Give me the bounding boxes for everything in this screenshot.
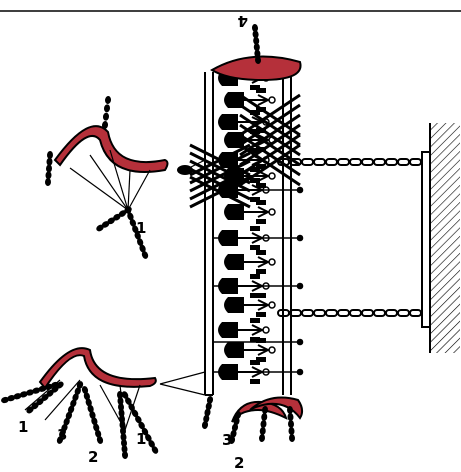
label-top: 4	[238, 12, 248, 30]
dangling-chain	[26, 381, 64, 414]
anchor-stack	[177, 66, 301, 384]
anchor-icon	[224, 338, 276, 362]
dangling-chain	[251, 24, 262, 64]
dangling-chain	[286, 406, 296, 442]
link-lines	[213, 186, 304, 376]
shackle-ring-icon	[38, 55, 304, 423]
dangling-chains	[1, 24, 296, 459]
dangling-chain	[124, 206, 149, 259]
label-lower-left-b: 3	[57, 426, 67, 444]
anchor-icon	[224, 200, 276, 224]
chain-1	[277, 158, 422, 166]
anchor-icon	[218, 318, 270, 342]
label-bottom-a: 3	[222, 431, 232, 449]
chain-icon	[277, 158, 422, 317]
dangling-chain	[101, 96, 112, 129]
dangling-chain	[121, 391, 159, 454]
anchor-icon	[224, 250, 276, 274]
label-lower-left-c: 2	[88, 448, 98, 466]
hatched-wall-icon	[421, 123, 460, 353]
frame-bars	[204, 72, 292, 396]
dangling-chain	[201, 396, 214, 429]
label-bottom-b: 2	[234, 454, 244, 472]
dangling-chain	[56, 381, 84, 444]
dangling-chain	[81, 386, 104, 444]
label-lower-left-a: 1	[18, 418, 28, 436]
label-lower-left-d: 1	[136, 430, 146, 448]
anchor-icon	[224, 293, 276, 317]
dangling-chain	[228, 411, 242, 444]
dangling-chain	[116, 391, 129, 459]
label-upper-left: 1	[136, 219, 146, 237]
dangling-chain	[44, 151, 54, 186]
chain-2	[277, 309, 422, 317]
dangling-chain	[258, 406, 269, 442]
dangling-chain	[1, 381, 59, 404]
